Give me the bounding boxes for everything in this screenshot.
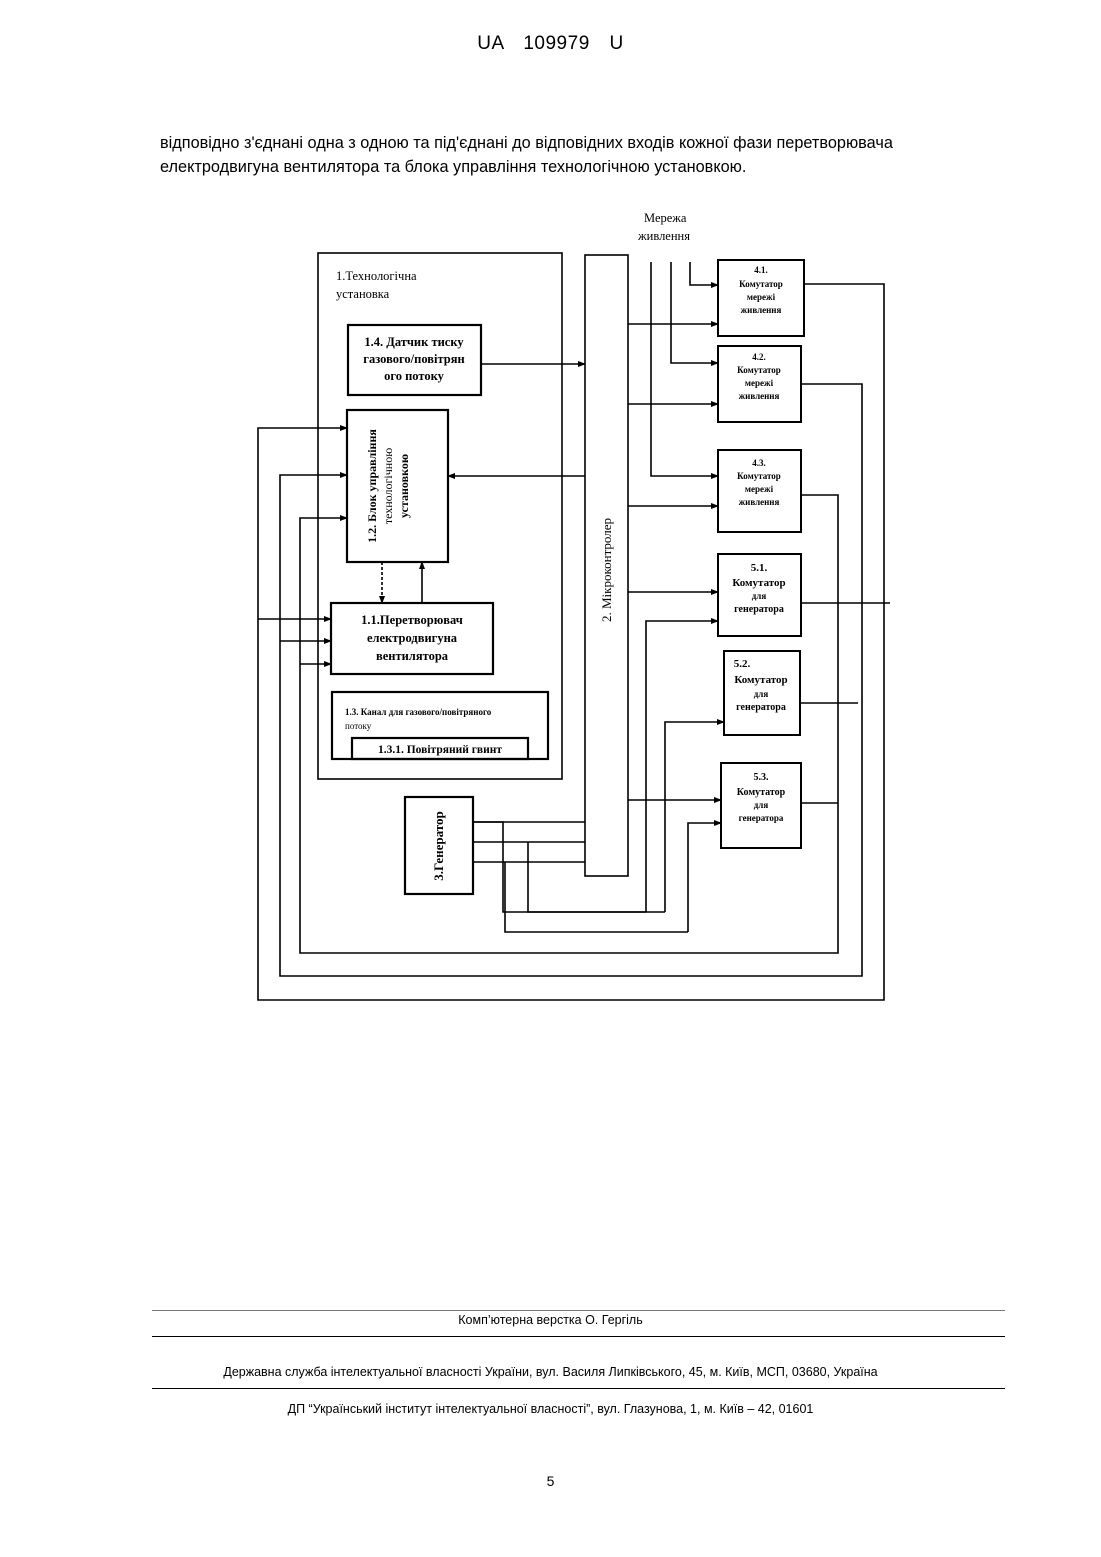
block-2-label: 2. Мікроконтролер — [599, 518, 614, 622]
switch-5-2-line-4: генератора — [736, 702, 786, 713]
block-1-3-line-1: 1.3. Канал для газового/повітряного — [345, 707, 492, 717]
block-1-4-line-2: газового/повітрян — [363, 352, 464, 366]
switch-5-3-line-1: 5.3. — [754, 772, 770, 783]
agency-address: Державна служба інтелектуальної власност… — [0, 1365, 1101, 1379]
switch-5-3-line-3: для — [754, 800, 769, 810]
switch-4-1-line-2: Комутатор — [739, 279, 783, 289]
switch-4-1-line-3: мережі — [747, 292, 776, 302]
page-number: 5 — [0, 1473, 1101, 1489]
switch-5-2-line-2: Комутатор — [734, 674, 787, 686]
institute-address: ДП “Український інститут інтелектуальної… — [0, 1402, 1101, 1416]
block-1-3-1-label: 1.3.1. Повітряний гвинт — [378, 744, 502, 756]
switch-4-2-line-3: мережі — [745, 378, 774, 388]
switch-4-3-line-2: Комутатор — [737, 471, 781, 481]
block-1-title-1: 1.Технологічна — [336, 269, 417, 283]
block-1-4-line-1: 1.4. Датчик тиску — [364, 335, 464, 349]
switch-5-3-line-4: генератора — [739, 813, 784, 823]
switch-5-1-line-3: для — [752, 591, 767, 601]
switch-5-2-line-3: для — [754, 689, 769, 699]
network-label-2: живлення — [637, 229, 690, 243]
block-1-1-line-1: 1.1.Перетворювач — [361, 613, 463, 627]
block-1-4-line-3: ого потоку — [384, 369, 445, 383]
switch-4-1-line-4: живлення — [741, 305, 782, 315]
block-1-1-line-2: електродвигуна — [367, 631, 458, 645]
switch-4-3-line-4: живлення — [739, 497, 780, 507]
switch-5-1-line-4: генератора — [734, 604, 784, 615]
switch-5-3-line-2: Комутатор — [737, 787, 786, 798]
switch-4-2-line-2: Комутатор — [737, 365, 781, 375]
block-1-2-line-3: установкою — [397, 454, 411, 518]
block-1-1-line-3: вентилятора — [376, 649, 449, 663]
switch-5-1-line-2: Комутатор — [732, 577, 785, 589]
block-1-2-line-2: технологічною — [381, 448, 395, 524]
layout-credit: Комп’ютерна верстка О. Гергіль — [0, 1313, 1101, 1327]
block-1-technological-unit — [318, 253, 562, 779]
switch-4-2-line-1: 4.2. — [752, 352, 766, 362]
switch-4-1-line-1: 4.1. — [754, 265, 768, 275]
switch-5-1-line-1: 5.1. — [751, 562, 768, 574]
switch-4-3-line-3: мережі — [745, 484, 774, 494]
switch-5-2-line-1: 5.2. — [734, 658, 751, 670]
block-1-2-line-1: 1.2. Блок управління — [365, 429, 379, 543]
network-label-1: Мережа — [644, 211, 687, 225]
footer-divider-2 — [152, 1336, 1005, 1337]
block-3-label: 3.Генератор — [431, 811, 446, 880]
block-diagram: Мережа живлення 1.Технологічна установка… — [0, 0, 1101, 1060]
footer-divider-3 — [152, 1388, 1005, 1389]
switch-4-2-line-4: живлення — [739, 391, 780, 401]
block-1-title-2: установка — [336, 287, 390, 301]
block-1-3-line-2: потоку — [345, 721, 372, 731]
footer-divider-1 — [152, 1310, 1005, 1311]
switch-4-3-line-1: 4.3. — [752, 458, 766, 468]
